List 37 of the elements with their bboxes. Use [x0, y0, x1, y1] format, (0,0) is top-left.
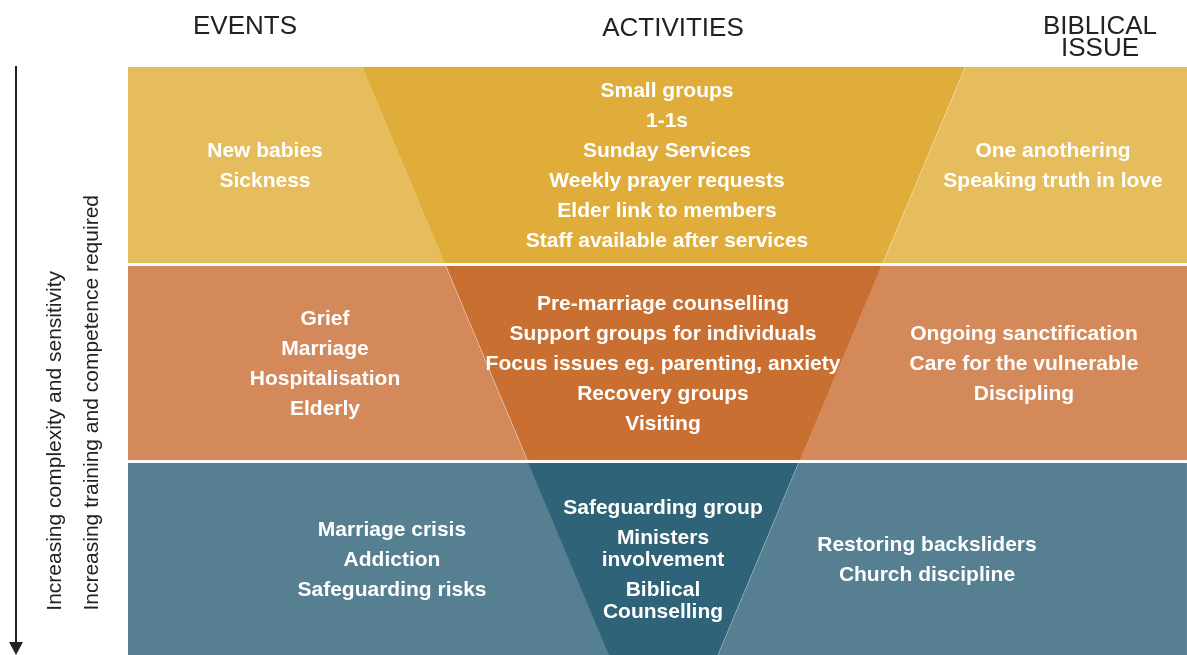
activity-text: Small groups — [600, 78, 734, 101]
issue-text: Restoring backsliders — [817, 532, 1037, 555]
event-text: Hospitalisation — [249, 367, 401, 390]
activity-text: 1-1s — [646, 108, 688, 131]
activity-text: Staff available after services — [525, 229, 809, 252]
column-heading: BIBLICAL ISSUE — [1041, 14, 1159, 59]
event-text: Grief — [300, 306, 350, 329]
event-text: Marriage — [281, 336, 369, 359]
activity-text: Weekly prayer requests — [549, 169, 785, 192]
activity-text: Recovery groups — [577, 382, 749, 405]
activity-text: Elder link to members — [557, 199, 777, 222]
issue-text: One anothering — [975, 138, 1131, 161]
axis-label: Increasing training and competence required — [79, 195, 103, 611]
activity-text: Sunday Services — [582, 138, 752, 161]
column-heading: ACTIVITIES — [601, 16, 745, 39]
activity-text: Ministers involvement — [600, 525, 726, 570]
event-text: New babies — [207, 138, 323, 161]
activity-text: Biblical Counselling — [601, 578, 725, 623]
issue-text: Discipling — [973, 382, 1075, 405]
activity-text: Focus issues eg. parenting, anxiety — [485, 351, 841, 374]
events-panel — [128, 67, 445, 263]
issue-text: Care for the vulnerable — [909, 351, 1139, 374]
activity-text: Pre-marriage counselling — [536, 291, 790, 314]
activity-text: Safeguarding group — [563, 495, 763, 518]
issue-panel — [882, 67, 1187, 263]
issue-text: Ongoing sanctification — [910, 321, 1138, 344]
issue-text: Church discipline — [838, 563, 1016, 586]
issue-text: Speaking truth in love — [943, 169, 1163, 192]
column-heading: EVENTS — [192, 14, 298, 37]
activity-text: Support groups for individuals — [509, 321, 817, 344]
event-text: Sickness — [219, 169, 311, 192]
event-text: Marriage crisis — [317, 517, 467, 540]
event-text: Elderly — [289, 397, 360, 420]
axis-label: Increasing complexity and sensitivity — [42, 271, 66, 611]
event-text: Safeguarding risks — [297, 578, 487, 601]
event-text: Addiction — [343, 547, 441, 570]
activity-text: Visiting — [625, 412, 701, 435]
